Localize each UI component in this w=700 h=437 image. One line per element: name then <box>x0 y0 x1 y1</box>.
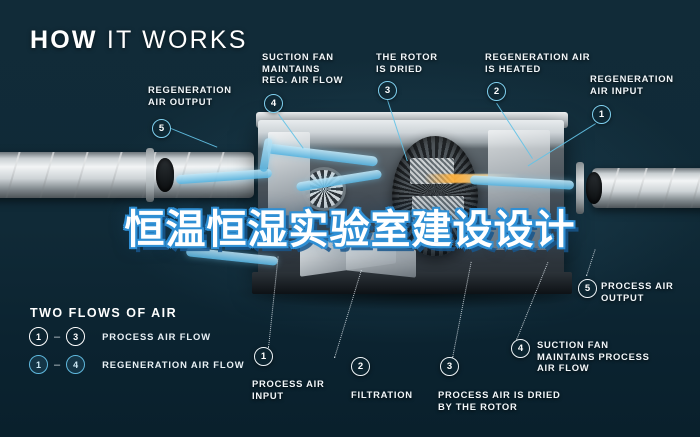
legend-row-regeneration-air-flow[interactable]: 1 – 4 REGENERATION AIR FLOW <box>29 355 244 374</box>
callout-process-air-input-marker[interactable]: 1 <box>254 347 273 366</box>
legend-label: PROCESS AIR FLOW <box>102 331 211 342</box>
right-duct-opening <box>586 172 602 204</box>
legend-title: TWO FLOWS OF AIR <box>30 306 178 320</box>
legend-marker-from: 1 <box>29 355 48 374</box>
callout-regeneration-air-output-marker[interactable]: 5 <box>152 119 171 138</box>
left-duct-flange <box>146 148 154 202</box>
legend-row-process-air-flow[interactable]: 1 – 3 PROCESS AIR FLOW <box>29 327 211 346</box>
callout-regeneration-air-input-marker[interactable]: 1 <box>592 105 611 124</box>
legend-marker-to: 4 <box>66 355 86 374</box>
callout-rotor-is-dried-marker[interactable]: 3 <box>378 81 397 100</box>
callout-filtration-label: FILTRATION <box>351 389 413 400</box>
callout-suction-fan-process-marker[interactable]: 4 <box>511 339 530 358</box>
title-light: IT WORKS <box>106 26 248 54</box>
callout-process-air-dried-label: PROCESS AIR IS DRIED BY THE ROTOR <box>438 389 561 412</box>
page-title: HOW IT WORKS <box>30 26 248 55</box>
callout-rotor-is-dried-label: THE ROTOR IS DRIED <box>376 51 438 74</box>
right-duct-flange <box>576 162 584 214</box>
legend-label: REGENERATION AIR FLOW <box>102 359 245 370</box>
callout-suction-fan-reg-marker[interactable]: 4 <box>264 94 283 113</box>
callout-suction-fan-reg-label: SUCTION FAN MAINTAINS REG. AIR FLOW <box>262 51 344 86</box>
callout-process-air-dried-marker[interactable]: 3 <box>440 357 459 376</box>
legend-marker-to: 3 <box>66 327 86 346</box>
inner-panel-right <box>488 130 550 250</box>
callout-process-air-output-label: PROCESS AIR OUTPUT <box>601 280 674 303</box>
callout-regeneration-air-heated-label: REGENERATION AIR IS HEATED <box>485 51 591 74</box>
right-duct <box>592 168 700 208</box>
legend-dash: – <box>54 358 61 371</box>
title-bold: HOW <box>30 26 98 54</box>
watermark-text: 恒温恒湿实验室建设设计 <box>124 207 576 253</box>
callout-regeneration-air-output-label: REGENERATION AIR OUTPUT <box>148 84 232 107</box>
callout-suction-fan-process-label: SUCTION FAN MAINTAINS PROCESS AIR FLOW <box>537 339 650 374</box>
legend-marker-from: 1 <box>29 327 48 346</box>
callout-filtration-marker[interactable]: 2 <box>351 357 370 376</box>
callout-regeneration-air-heated-marker[interactable]: 2 <box>487 82 506 101</box>
cabinet-base <box>252 272 572 294</box>
callout-process-air-output-marker[interactable]: 5 <box>578 279 597 298</box>
filter-mesh <box>412 196 464 226</box>
callout-regeneration-air-input-label: REGENERATION AIR INPUT <box>590 73 674 96</box>
legend-dash: – <box>54 330 61 343</box>
callout-process-air-input-label: PROCESS AIR INPUT <box>252 378 325 401</box>
left-duct-opening <box>156 158 174 192</box>
